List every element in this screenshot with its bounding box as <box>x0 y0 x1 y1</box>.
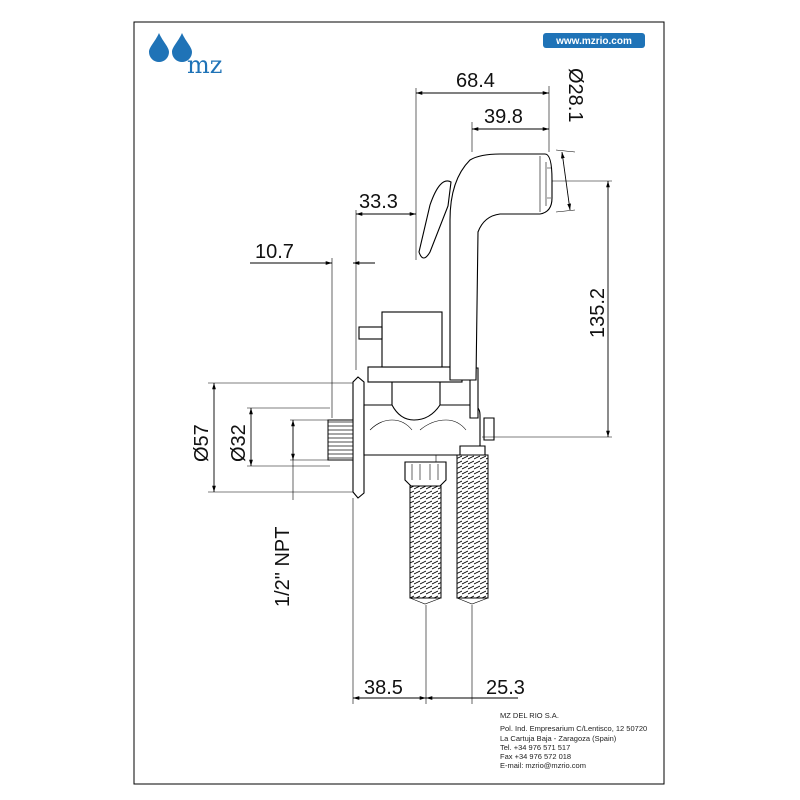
dim-38-5: 38.5 <box>364 677 403 699</box>
company-address-line-2: La Cartuja Baja - Zaragoza (Spain) <box>500 734 617 743</box>
dim-dia-28-1: Ø28.1 <box>564 68 586 122</box>
water-drops-icon <box>149 33 192 62</box>
dim-dia-57: Ø57 <box>191 424 213 462</box>
dimension-lines <box>208 86 612 704</box>
website-link[interactable]: www.mzrio.com <box>555 36 632 47</box>
company-address-line-1: Pol. Ind. Empresarium C/Lentisco, 12 507… <box>500 724 647 733</box>
company-phone: Tel. +34 976 571 517 <box>500 743 570 752</box>
dim-68-4: 68.4 <box>456 70 495 92</box>
dim-dia-32: Ø32 <box>228 424 250 462</box>
company-name: MZ DEL RIO S.A. <box>500 711 559 720</box>
dim-135-2: 135.2 <box>587 288 609 338</box>
dim-npt-thread: 1/2" NPT <box>272 527 294 607</box>
dim-33-3: 33.3 <box>359 191 398 213</box>
sheet-frame <box>133 21 665 785</box>
website-badge[interactable] <box>543 33 645 48</box>
company-fax: Fax +34 976 572 018 <box>500 752 571 761</box>
dim-39-8: 39.8 <box>484 106 523 128</box>
brand-logo-text: mz <box>187 51 222 79</box>
company-email[interactable]: E-mail: mzrio@mzrio.com <box>500 761 586 770</box>
dim-25-3: 25.3 <box>486 677 525 699</box>
dim-10-7: 10.7 <box>255 241 294 263</box>
bidet-shower-drawing <box>327 153 553 605</box>
company-info-block: MZ DEL RIO S.A. Pol. Ind. Empresarium C/… <box>500 711 647 770</box>
